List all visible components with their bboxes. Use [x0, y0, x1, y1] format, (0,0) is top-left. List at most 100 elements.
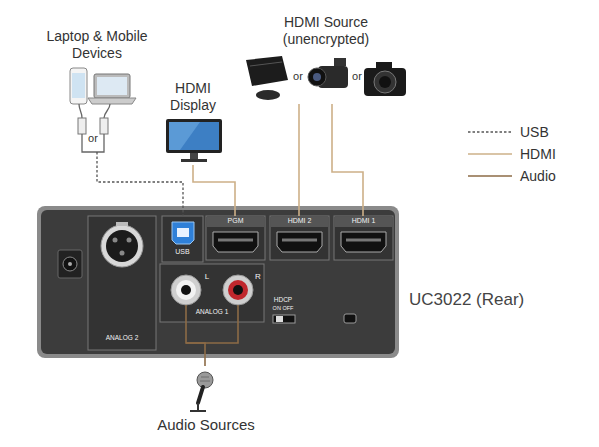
text-slot: HDMI Source (unencrypted)	[261, 14, 391, 48]
hdmi-port: PGM	[206, 216, 267, 260]
text-slot: R	[252, 272, 264, 282]
choice-word: or	[86, 132, 100, 145]
game-console-icon	[246, 56, 288, 100]
usb-cable-plugs-part	[100, 118, 108, 134]
audio-group: Audio Sources	[150, 366, 264, 436]
legend-line	[468, 131, 512, 133]
switch-label: ON OFF	[266, 305, 300, 312]
text-slot: ANALOG 1	[182, 308, 242, 316]
switch-label: HDCP	[266, 296, 300, 304]
legend-text: Audio	[520, 167, 585, 185]
port-label: ANALOG 1	[182, 308, 242, 316]
microphone-icon-part	[200, 377, 210, 381]
xlr-jack-part	[120, 251, 125, 256]
hdmi-port-part	[207, 217, 264, 227]
camera-icon-part	[379, 76, 391, 88]
monitor-icon-part	[190, 153, 198, 159]
dc-jack	[58, 250, 82, 278]
port-label: ANALOG 2	[88, 334, 156, 342]
hdmi-port-part	[334, 216, 393, 260]
port-label: L	[200, 272, 214, 282]
hdmi-port-part	[218, 239, 253, 242]
usb-b-port-part	[177, 228, 189, 237]
device-caption: UC3022 (Rear)	[409, 290, 539, 310]
camcorder-icon-part	[334, 58, 346, 66]
hdmi-port: HDMI 1	[334, 216, 395, 260]
hdmi-cable	[332, 104, 363, 216]
legend-row: USB	[465, 123, 585, 141]
text-slot: HDMI 2	[270, 217, 329, 225]
text-slot: ANALOG 2	[88, 334, 156, 342]
hdmi-cable	[298, 104, 300, 216]
legend-text: USB	[520, 123, 585, 141]
dc-jack-part	[68, 262, 72, 266]
xlr-jack	[88, 216, 156, 350]
security-slot-part	[344, 314, 356, 323]
xlr-jack-part	[116, 222, 128, 226]
legend-sample	[465, 145, 515, 163]
camera-icon-part	[376, 62, 392, 70]
text-slot: L	[200, 272, 214, 282]
usb-b-port-part	[172, 222, 194, 244]
group-heading: HDMI Source (unencrypted)	[261, 14, 391, 48]
monitor-icon-part	[169, 122, 219, 150]
xlr-jack-part	[88, 216, 156, 350]
usb-cable-plugs-part	[104, 104, 110, 118]
hdcp-switch-part	[276, 316, 283, 322]
audio-wire-part	[185, 305, 187, 322]
choice-word: or	[290, 70, 306, 83]
rca-jacks-part	[176, 280, 196, 300]
rca-port: L R ANALOG 1	[160, 264, 266, 322]
legend-line	[468, 175, 512, 177]
label-slot: or	[86, 132, 100, 145]
xlr-jack-part	[101, 225, 143, 267]
text-slot: USB	[162, 248, 203, 256]
hdcp-switch	[273, 315, 295, 323]
hdmi-port-part	[335, 217, 392, 227]
hdmi-port-part	[206, 216, 265, 260]
usb-cable-plugs-part	[79, 104, 82, 118]
device-housing-part	[41, 210, 395, 354]
usb-cable-plugs	[78, 104, 110, 152]
monitor-icon-part	[169, 122, 200, 150]
device-housing	[37, 206, 399, 358]
legend-row: HDMI	[465, 145, 585, 163]
game-console-icon-part	[250, 62, 282, 66]
hdmi-cable	[193, 165, 235, 216]
camcorder-icon	[308, 58, 348, 88]
text-slot: Laptop & Mobile Devices	[38, 28, 156, 62]
game-console-icon-part	[256, 90, 280, 100]
hdmi-port-part	[271, 217, 328, 227]
label-slot: ON OFF	[266, 305, 300, 312]
hdmi-port-part	[346, 239, 381, 242]
group-heading: Audio Sources	[150, 416, 262, 434]
hdmi-port-part	[213, 232, 258, 252]
laptop-icon-part	[94, 74, 130, 98]
rca-jacks-part	[160, 264, 264, 322]
port-label: HDMI 2	[270, 217, 329, 225]
label-slot: HDCP	[266, 296, 300, 304]
camera-icon	[364, 62, 406, 96]
usb-b-port-part	[162, 216, 203, 262]
audio-cable	[186, 322, 205, 366]
group-heading: HDMI Display	[160, 80, 226, 114]
monitor-icon-part	[181, 159, 207, 162]
text-slot: UC3022 (Rear)	[409, 290, 539, 310]
text-slot: Audio Sources	[150, 416, 262, 434]
rca-jacks-part	[228, 280, 248, 300]
laptop-icon	[88, 74, 136, 104]
choice-word: or	[349, 70, 365, 83]
camera-icon-part	[364, 68, 406, 96]
rca-jacks-part	[181, 285, 191, 295]
display-group: HDMI Display	[160, 80, 228, 165]
phone-icon	[70, 68, 87, 104]
microphone-icon-part	[198, 387, 203, 403]
usb-cable	[97, 152, 183, 216]
microphone-icon-part	[190, 403, 206, 411]
camcorder-icon-part	[308, 68, 326, 86]
hdmi-port	[206, 216, 265, 260]
hdmi-port	[334, 216, 393, 260]
port-label: R	[252, 272, 264, 282]
monitor-icon	[166, 119, 222, 162]
laptop-icon-part	[97, 77, 127, 95]
